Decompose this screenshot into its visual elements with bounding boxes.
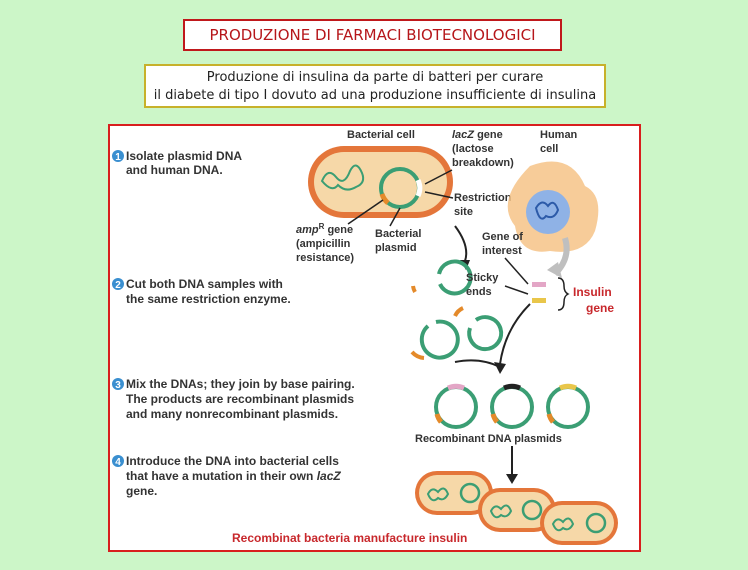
cut-plasmid-1-amp xyxy=(411,285,417,293)
caption: Recombinat bacteria manufacture insulin xyxy=(232,531,467,545)
ampr-segment xyxy=(379,193,390,205)
step-4-line-2: that have a mutation in their own lacZ xyxy=(126,469,341,483)
recombinant-plasmid-2-insert xyxy=(503,383,521,391)
recombinant-plasmids xyxy=(434,383,590,429)
sticky-pointer xyxy=(504,285,529,295)
step-1-badge xyxy=(112,150,124,162)
arrow-mix xyxy=(499,303,531,365)
label-lacz: lacZ gene xyxy=(452,129,503,141)
step-3-line-3: and many nonrecombinant plasmids. xyxy=(126,407,338,421)
label-gene: gene xyxy=(586,301,614,315)
step-4-line-1: Introduce the DNA into bacterial cells xyxy=(126,454,339,468)
insulin-fragment-2 xyxy=(532,298,546,303)
arrow-mix-join xyxy=(454,359,501,368)
lacz-segment xyxy=(415,178,423,198)
page-title-text: PRODUZIONE DI FARMACI BIOTECNOLOGICI xyxy=(209,26,536,44)
label-ends: ends xyxy=(466,286,492,298)
lacz-pointer xyxy=(424,169,453,185)
subtitle-line-2: il diabete di tipo I dovuto ad una produ… xyxy=(153,88,597,103)
insulin-brace xyxy=(557,277,570,311)
human-arrow-head xyxy=(547,262,562,278)
bacterial-cell xyxy=(308,146,453,218)
label-bacterial-plasmid: Bacterial xyxy=(375,228,421,240)
subtitle-line-1: Produzione di insulina da parte di batte… xyxy=(206,70,544,85)
subtitle-box: Produzione di insulina da parte di batte… xyxy=(144,64,606,108)
step-4-number: 4 xyxy=(115,457,121,468)
diagram-svg: 1 Isolate plasmid DNA and human DNA. 2 C… xyxy=(112,129,618,545)
label-interest: interest xyxy=(482,245,522,257)
label-lactose: (lactose xyxy=(452,143,494,155)
arrow-transform-head xyxy=(506,474,518,484)
cut-plasmid-3-amp xyxy=(453,306,464,317)
recombinant-plasmid-3-insert xyxy=(559,383,577,391)
step-1-line-2: and human DNA. xyxy=(126,163,223,177)
step-1: 1 Isolate plasmid DNA and human DNA. xyxy=(112,149,242,177)
label-ampr: ampR gene xyxy=(296,222,353,237)
step-3-line-1: Mix the DNAs; they join by base pairing. xyxy=(126,377,355,391)
label-ampicillin: (ampicillin xyxy=(296,238,351,250)
recombinant-bacterium-2 xyxy=(478,488,556,532)
label-breakdown: breakdown) xyxy=(452,157,514,169)
recombinant-bacterium-1 xyxy=(415,471,493,515)
human-dna xyxy=(534,201,560,220)
label-gene-of: Gene of xyxy=(482,231,523,243)
step-2-badge xyxy=(112,278,124,290)
bacterial-chromosome xyxy=(320,164,365,191)
step-4: 4 Introduce the DNA into bacterial cells… xyxy=(112,454,341,498)
label-bacterial-cell: Bacterial cell xyxy=(347,129,415,141)
ampr-pointer xyxy=(347,199,384,225)
label-sticky: Sticky xyxy=(466,272,499,284)
step-4-badge xyxy=(112,455,124,467)
recombinant-plasmid-2-amp xyxy=(490,413,500,424)
human-nucleus xyxy=(526,190,570,234)
label-plasmid: plasmid xyxy=(375,242,417,254)
step-2-line-2: the same restriction enzyme. xyxy=(126,292,291,306)
label-restriction: Restriction xyxy=(454,192,512,204)
step-3-line-2: The products are recombinant plasmids xyxy=(126,392,354,406)
cut-plasmid-1 xyxy=(437,259,473,296)
cut-plasmid-2-amp xyxy=(410,350,425,360)
step-4-line-2-text: that have a mutation in their own xyxy=(126,469,317,483)
step-3: 3 Mix the DNAs; they join by base pairin… xyxy=(112,377,355,421)
step-4-line-3: gene. xyxy=(126,484,157,498)
label-insulin: Insulin xyxy=(573,285,612,299)
diagram-panel: 1 Isolate plasmid DNA and human DNA. 2 C… xyxy=(108,124,641,552)
recombinant-plasmid-3-amp xyxy=(546,413,556,424)
step-1-number: 1 xyxy=(115,152,121,163)
recombinant-bacterium-3 xyxy=(540,501,618,545)
step-2: 2 Cut both DNA samples with the same res… xyxy=(112,277,291,306)
arrow-mix-head xyxy=(494,362,506,374)
step-1-line-1: Isolate plasmid DNA xyxy=(126,149,242,163)
recombinant-plasmid-1-amp xyxy=(434,413,444,424)
cut-plasmid-3 xyxy=(467,315,504,352)
arrow-cut xyxy=(454,225,468,262)
gene-pointer xyxy=(504,257,529,285)
page-title: PRODUZIONE DI FARMACI BIOTECNOLOGICI xyxy=(183,19,562,51)
step-3-number: 3 xyxy=(115,380,121,391)
step-2-line-1: Cut both DNA samples with xyxy=(126,277,283,291)
plasmid-pointer xyxy=(389,207,401,227)
step-4-lacz: lacZ xyxy=(317,469,342,483)
label-restriction-site: site xyxy=(454,206,473,218)
label-resistance: resistance) xyxy=(296,252,354,264)
label-human: Human xyxy=(540,129,578,141)
cut-plasmid-2 xyxy=(419,319,460,360)
label-recombinant-plasmids: Recombinant DNA plasmids xyxy=(415,433,562,445)
step-2-number: 2 xyxy=(115,280,121,291)
label-cell: cell xyxy=(540,143,558,155)
insulin-fragment-1 xyxy=(532,282,546,287)
restriction-pointer xyxy=(424,191,454,199)
step-3-badge xyxy=(112,378,124,390)
recombinant-plasmid-1-insert xyxy=(447,383,465,391)
